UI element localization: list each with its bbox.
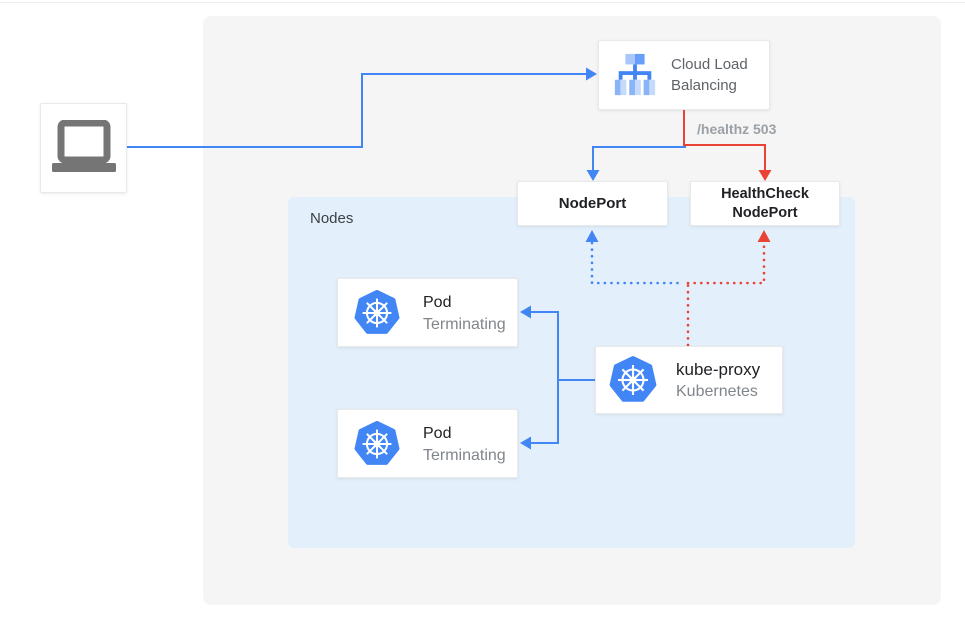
client-node [40,103,127,193]
pod-title: Pod [423,293,452,311]
cloud-load-balancing-node: Cloud Load Balancing [598,40,770,110]
kubernetes-icon [608,355,658,405]
pod-title: Pod [423,424,452,442]
cloud-load-balancing-label: Cloud Load Balancing [671,56,748,94]
pod-node-1: Pod Terminating [337,278,518,347]
kube-proxy-title: kube-proxy [676,360,761,379]
healthcheck-nodeport-node: HealthCheck NodePort [690,181,840,226]
pod-status: Terminating [423,446,506,464]
pod-node-2: Pod Terminating [337,409,518,478]
laptop-icon [49,120,119,176]
load-balancer-icon [612,52,658,98]
kubernetes-icon [353,420,401,468]
kube-proxy-node: kube-proxy Kubernetes [595,346,783,414]
kubernetes-icon [353,289,401,337]
healthcheck-nodeport-label: HealthCheck NodePort [721,185,809,221]
healthz-annotation: /healthz 503 [697,121,777,137]
nodes-group-label: Nodes [310,210,354,227]
nodeport-label: NodePort [558,195,627,212]
kube-proxy-subtitle: Kubernetes [676,383,758,400]
nodeport-node: NodePort [517,181,668,226]
pod-status: Terminating [423,315,506,333]
top-divider [0,2,965,3]
